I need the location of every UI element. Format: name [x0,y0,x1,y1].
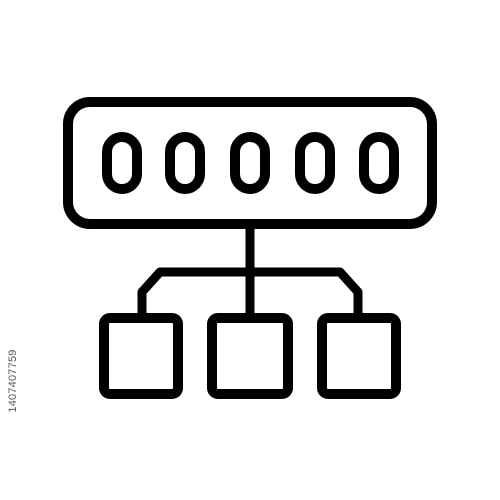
port-oval-3 [230,132,270,194]
port-oval-4 [295,132,335,194]
hub-body [63,97,437,229]
child-node-1 [99,313,183,399]
port-oval-1 [102,132,142,194]
port-oval-2 [165,132,205,194]
child-node-3 [317,313,401,399]
port-oval-5 [359,132,399,194]
child-node-2 [207,313,293,399]
branch-line [137,267,363,323]
stock-id-label: 1407407759 [7,349,19,413]
